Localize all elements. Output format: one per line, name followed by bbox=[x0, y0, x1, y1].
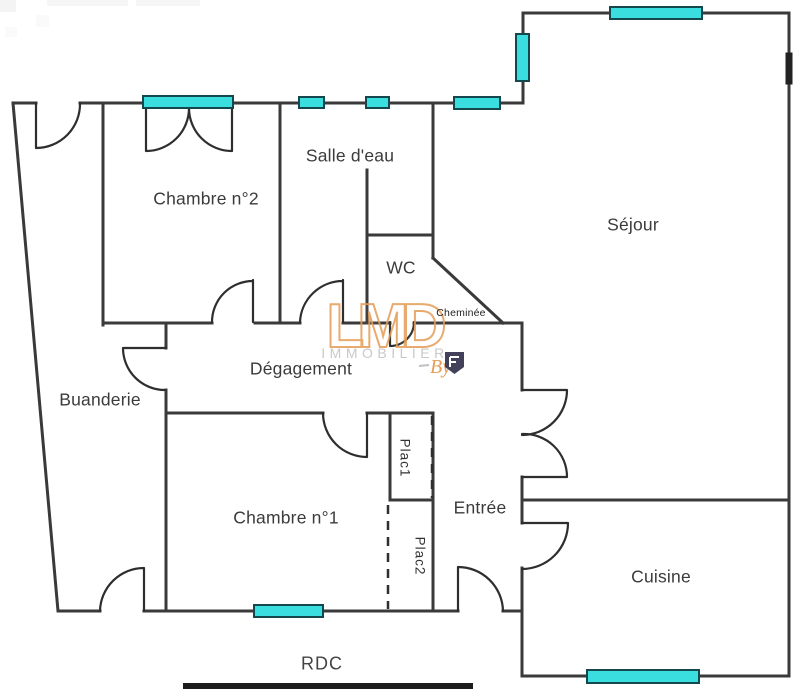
room-label-degagement: Dégagement bbox=[249, 358, 353, 379]
doors bbox=[34, 101, 570, 613]
room-label-wc: WC bbox=[386, 257, 416, 278]
door-entree-cuisine bbox=[520, 521, 570, 571]
door-wc bbox=[388, 320, 416, 348]
door-entree-main bbox=[456, 565, 505, 613]
inner-walls bbox=[101, 101, 791, 678]
window-sejour-top bbox=[609, 6, 703, 20]
window-chambre1 bbox=[253, 604, 324, 618]
door-salle-eau bbox=[298, 278, 345, 324]
closet-fronts bbox=[386, 416, 434, 609]
window-sejour-left bbox=[515, 33, 530, 82]
window-cuisine bbox=[586, 669, 700, 684]
watermark-subtitle: IMMOBILIER bbox=[321, 345, 448, 361]
walls bbox=[11, 11, 793, 678]
door-buanderie-degagement bbox=[121, 346, 168, 392]
room-label-chambre2: Chambre n°2 bbox=[153, 188, 259, 209]
watermark-dash bbox=[418, 364, 430, 367]
window-chambre2 bbox=[142, 95, 234, 109]
room-label-buanderie: Buanderie bbox=[59, 389, 141, 410]
room-label-cuisine: Cuisine bbox=[631, 566, 691, 587]
room-label-chambre1: Chambre n°1 bbox=[233, 507, 339, 528]
floor-label-rdc: RDC bbox=[301, 653, 343, 674]
double-door-sejour bbox=[520, 388, 569, 479]
chimney-diagonal bbox=[430, 255, 506, 326]
annotation-plac2: Plac2 bbox=[412, 536, 428, 576]
window-top-middle bbox=[453, 96, 501, 110]
windows bbox=[142, 6, 703, 684]
watermark: LMD IMMOBILIER By bbox=[321, 291, 464, 378]
door-chambre1 bbox=[321, 411, 369, 459]
door-buanderie-bottom bbox=[98, 566, 146, 613]
watermark-brand: LMD bbox=[326, 292, 445, 361]
bottom-partial-wall bbox=[183, 683, 473, 689]
door-chambre2 bbox=[210, 278, 255, 324]
room-label-salle-eau: Salle d'eau bbox=[305, 145, 395, 166]
french-door-chambre2 bbox=[144, 106, 234, 153]
scan-artifacts bbox=[0, 0, 200, 37]
room-label-entree: Entrée bbox=[453, 497, 507, 518]
door-buanderie-top bbox=[34, 101, 82, 150]
annotation-cheminee: Cheminée bbox=[436, 307, 486, 319]
room-label-sejour: Séjour bbox=[607, 214, 659, 235]
annotation-plac1: Plac1 bbox=[397, 438, 413, 478]
agency-shield-logo bbox=[445, 352, 464, 374]
window-salle-eau-1 bbox=[298, 96, 325, 109]
window-salle-eau-2 bbox=[365, 96, 390, 109]
